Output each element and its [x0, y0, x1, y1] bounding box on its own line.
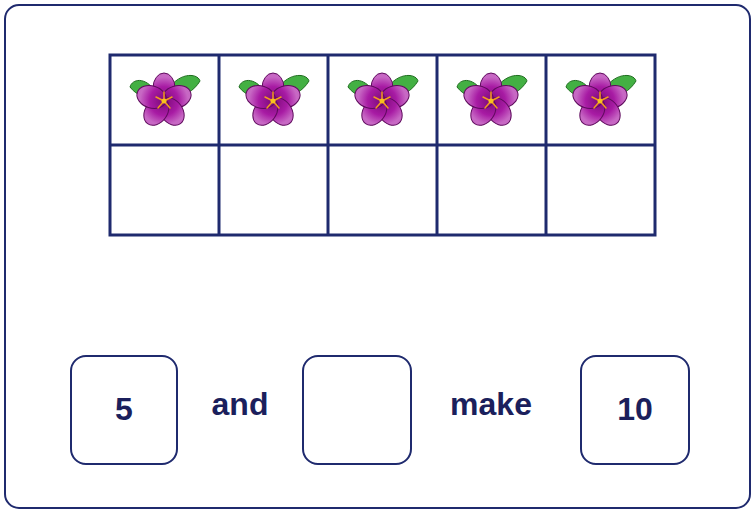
answer-box [302, 355, 412, 465]
flower-counters [130, 73, 636, 130]
word-label: and [212, 387, 269, 422]
number-value: 10 [617, 392, 653, 427]
word-label: make [450, 387, 532, 422]
number-value: 5 [115, 392, 133, 427]
number-box: 10 [580, 355, 690, 465]
card-outline [5, 5, 750, 508]
ten-frame [110, 55, 655, 235]
number-box: 5 [70, 355, 178, 465]
